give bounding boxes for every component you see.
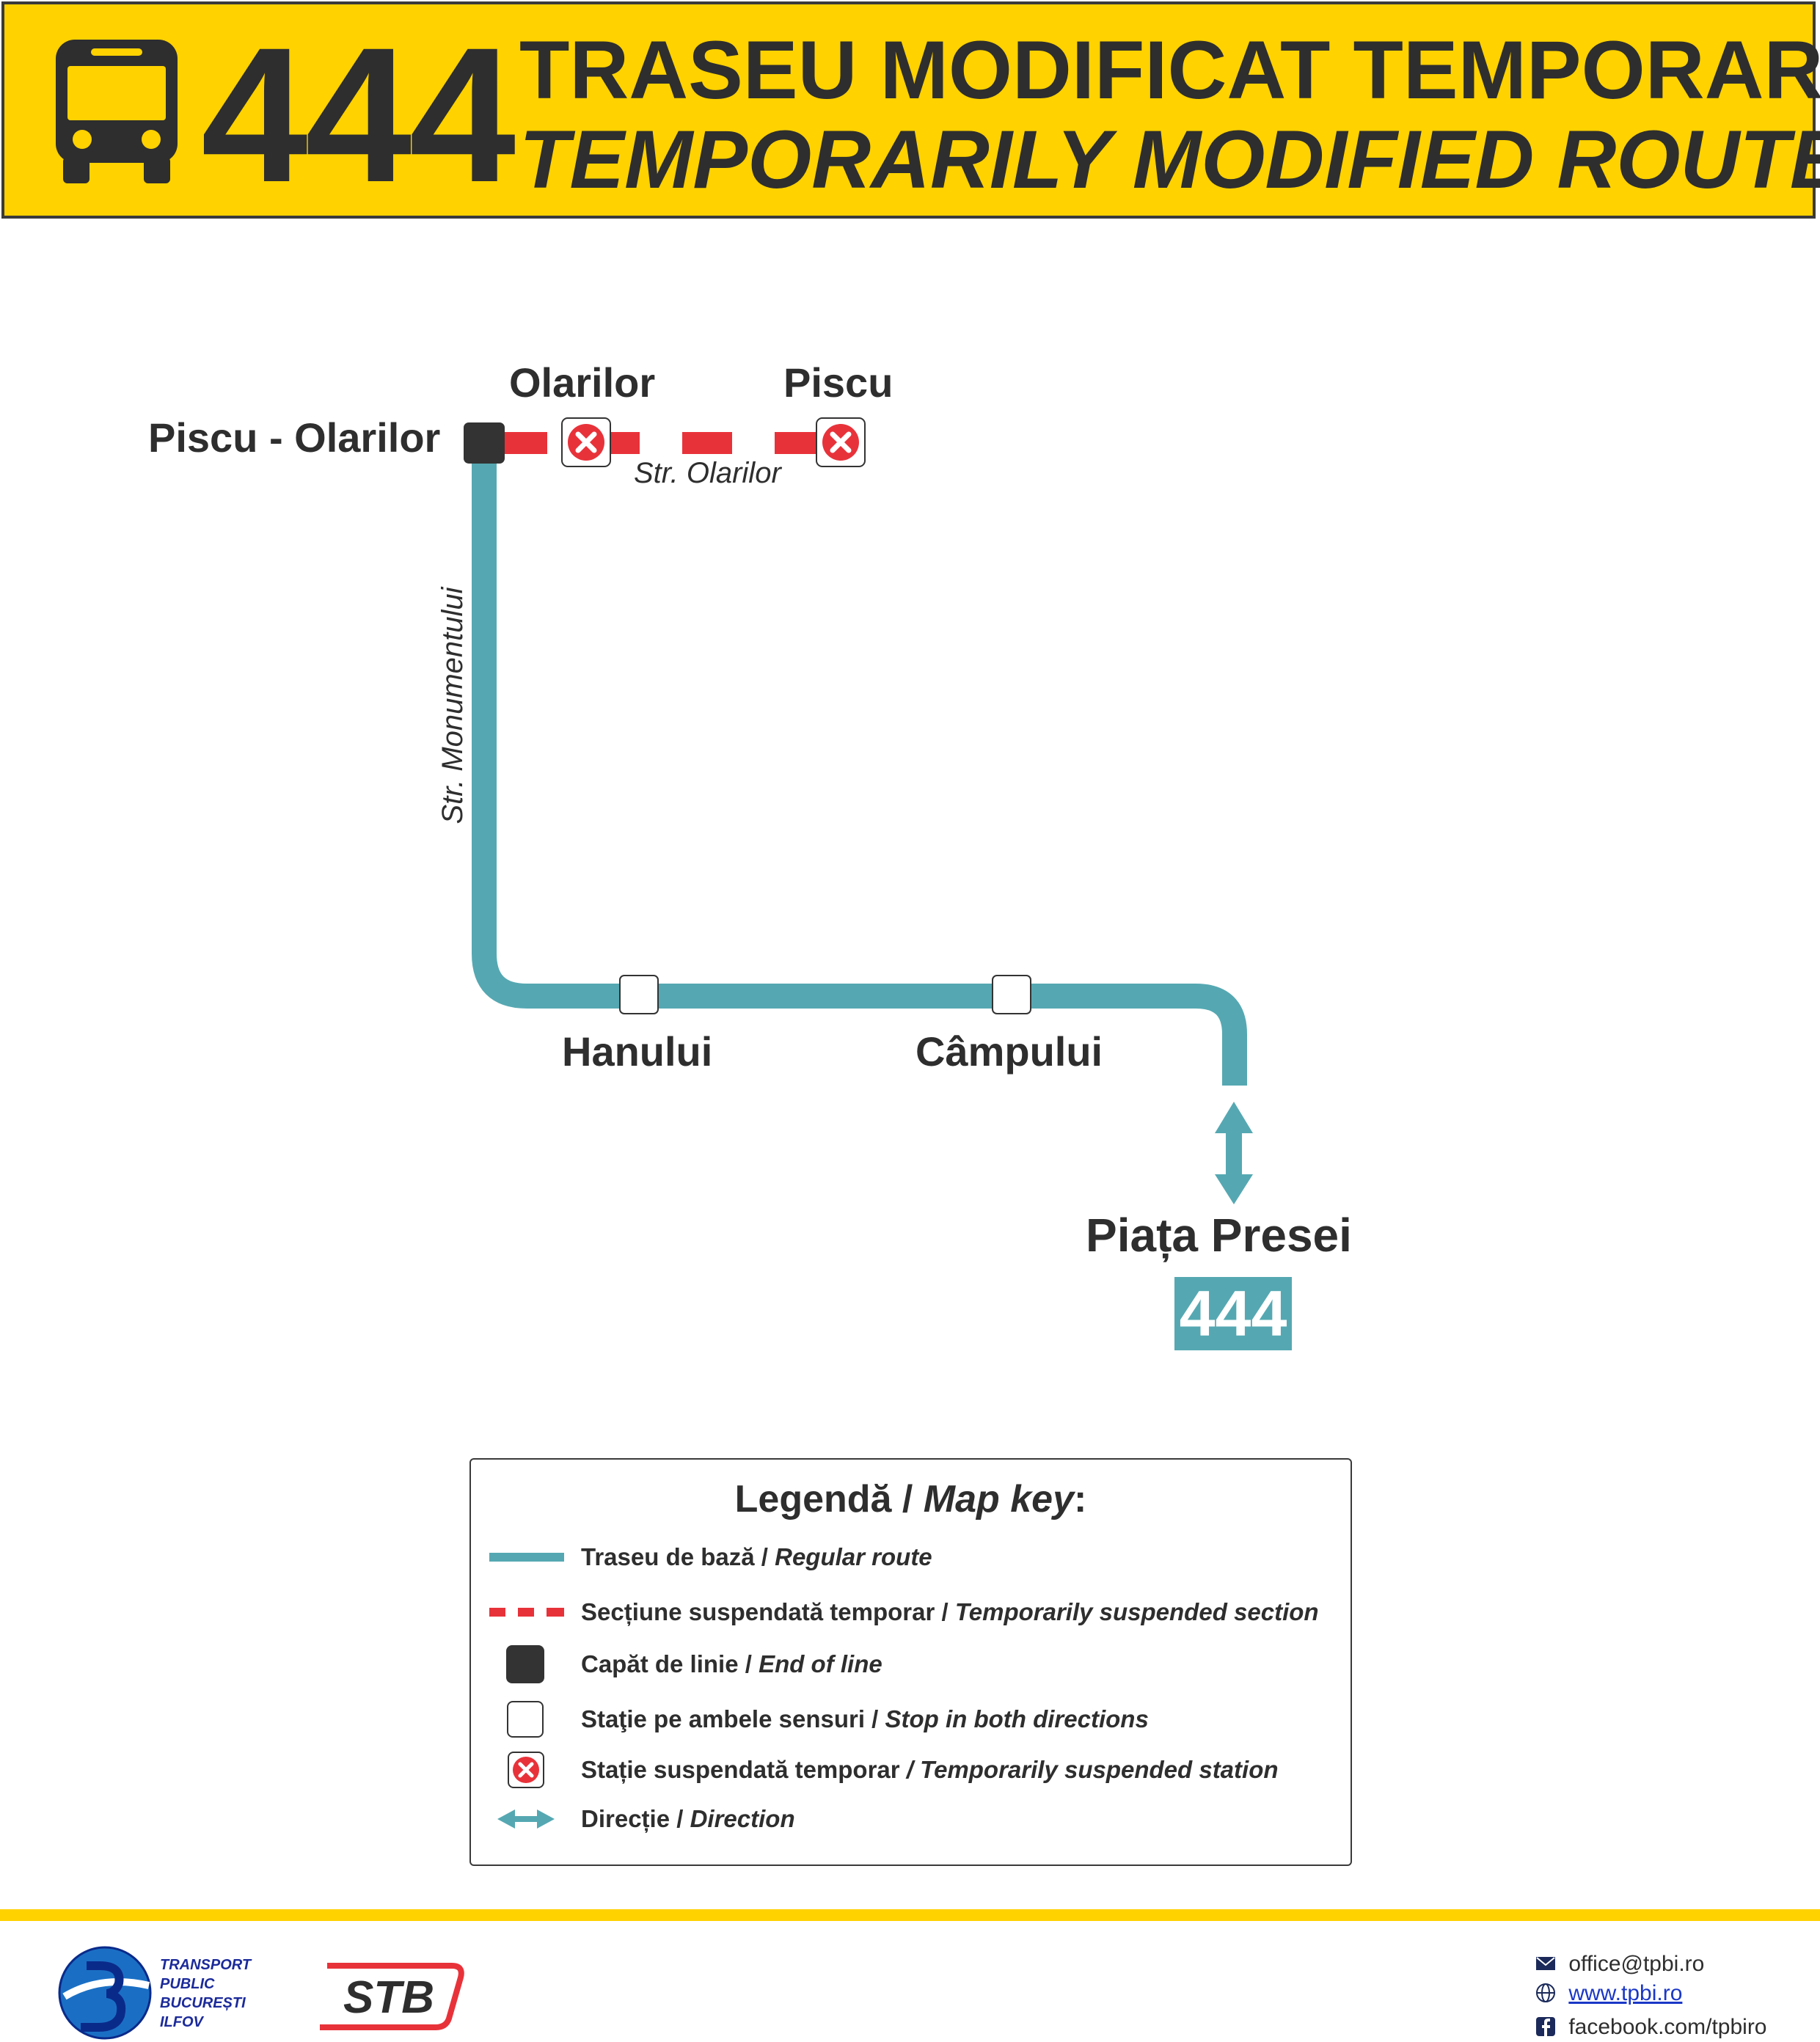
email-icon bbox=[1536, 1957, 1555, 1970]
globe-icon bbox=[1536, 1983, 1555, 2002]
street-label-olarilor: Str. Olarilor bbox=[634, 457, 781, 489]
website-link[interactable]: www.tpbi.ro bbox=[1568, 1981, 1683, 2005]
regular-route-line-icon bbox=[489, 1553, 564, 1562]
stop-label-olarilor: Olarilor bbox=[509, 359, 656, 406]
stop-campului bbox=[992, 975, 1031, 1014]
suspended-station-icon bbox=[508, 1752, 544, 1788]
street-label-monumentului: Str. Monumentului bbox=[436, 587, 469, 824]
regular-route-line bbox=[472, 444, 1247, 1086]
end-of-line-stop bbox=[464, 422, 505, 464]
direction-arrow-icon bbox=[1215, 1102, 1253, 1204]
legend-item-end-of-line: Capăt de linie / End of line bbox=[471, 1642, 1351, 1686]
legend-title: Legendă / Map key: bbox=[734, 1478, 1087, 1520]
legend-item-regular-route: Traseu de bază / Regular route bbox=[471, 1535, 1351, 1579]
route-map bbox=[464, 417, 1253, 1204]
bus-icon bbox=[56, 40, 178, 183]
suspended-station-olarilor bbox=[561, 417, 611, 467]
title-english: TEMPORARILY MODIFIED ROUTE bbox=[519, 114, 1820, 205]
tpbi-logo-icon bbox=[58, 1946, 152, 2040]
stop-label-hanului: Hanului bbox=[562, 1028, 713, 1075]
direction-arrow-icon bbox=[497, 1809, 555, 1829]
stop-hanului bbox=[619, 975, 659, 1014]
stb-logo-icon: STB bbox=[320, 1963, 464, 2030]
svg-text:STB: STB bbox=[343, 1972, 434, 2023]
legend-item-direction: Direcție / Direction bbox=[471, 1797, 1351, 1841]
title-romanian: TRASEU MODIFICAT TEMPORAR bbox=[519, 24, 1820, 116]
destination-route-badge: 444 bbox=[1174, 1277, 1292, 1350]
contact-facebook: facebook.com/tpbiro bbox=[1535, 2014, 1767, 2041]
map-legend: Legendă / Map key: Traseu de bază / Regu… bbox=[469, 1458, 1352, 1866]
end-of-line-square-icon bbox=[506, 1645, 544, 1683]
tpbi-logo-text: TRANSPORT PUBLIC BUCUREȘTI ILFOV bbox=[160, 1957, 252, 2030]
destination-label: Piața Presei bbox=[1086, 1209, 1352, 1262]
contact-email: office@tpbi.ro bbox=[1535, 1951, 1704, 1977]
route-number: 444 bbox=[201, 7, 516, 222]
header-banner: 444 TRASEU MODIFICAT TEMPORAR TEMPORARIL… bbox=[1, 1, 1820, 222]
footer-divider bbox=[0, 1909, 1820, 1921]
facebook-icon bbox=[1536, 2017, 1555, 2036]
terminus-label: Piscu - Olarilor bbox=[148, 414, 441, 461]
suspended-station-piscu bbox=[816, 417, 866, 467]
legend-item-suspended-section: Secțiune suspendată temporar / Temporari… bbox=[471, 1590, 1351, 1634]
stop-square-icon bbox=[507, 1701, 544, 1738]
suspended-section-dashed-line-icon bbox=[489, 1608, 564, 1617]
contact-website[interactable]: www.tpbi.ro bbox=[1535, 1980, 1682, 2007]
stop-label-piscu: Piscu bbox=[783, 359, 893, 406]
stop-label-campului: Câmpului bbox=[916, 1028, 1103, 1075]
legend-item-suspended-station: Stație suspendată temporar / Temporarily… bbox=[471, 1748, 1351, 1792]
legend-item-stop-both-directions: Staţie pe ambele sensuri / Stop in both … bbox=[471, 1697, 1351, 1741]
